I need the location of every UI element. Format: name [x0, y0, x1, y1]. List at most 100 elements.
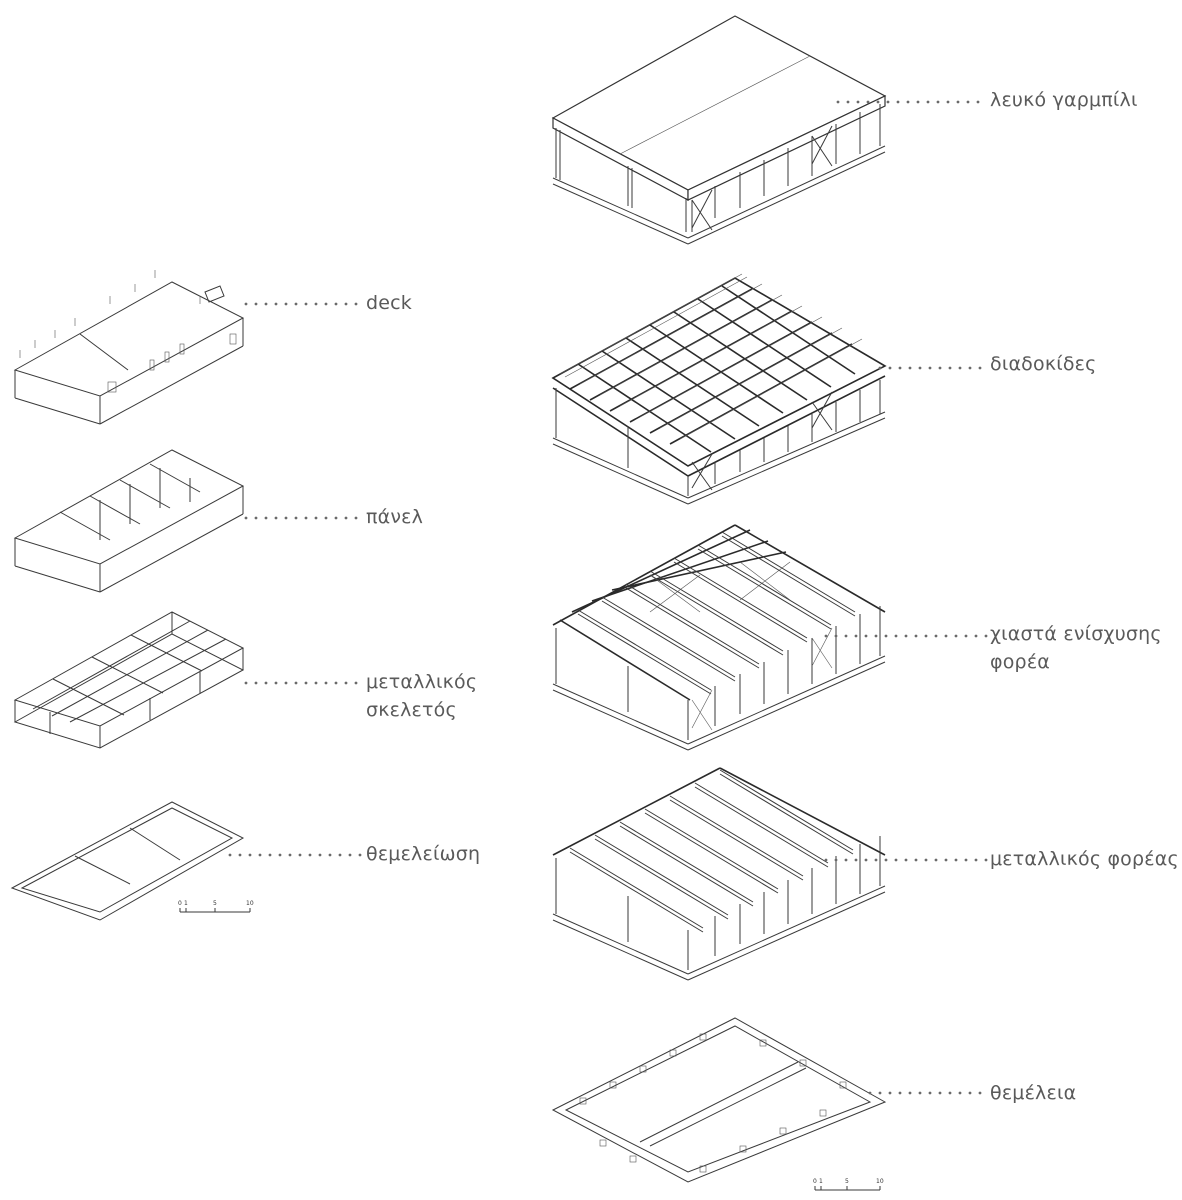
leader-dot — [228, 853, 232, 857]
leader-dot — [846, 100, 850, 104]
left-scale-tick-10: 10 — [246, 900, 254, 907]
right-layer-steel-frame — [552, 767, 886, 981]
leader-dot — [348, 853, 352, 857]
leader-dot — [874, 634, 878, 638]
leader-dot — [926, 100, 930, 104]
label-deck: deck — [366, 292, 412, 314]
right-layer-cross-bracing — [552, 524, 886, 751]
leader-dot — [238, 853, 242, 857]
leader-dot — [898, 1091, 902, 1095]
label-purlins: διαδοκίδες — [990, 353, 1097, 375]
leader-dot — [964, 858, 968, 862]
leader-dot — [856, 100, 860, 104]
leader-dot — [264, 302, 268, 306]
leader-dot — [274, 516, 278, 520]
right-layer-purlins — [551, 273, 887, 505]
leader-dot — [884, 858, 888, 862]
left-scale-tick-0: 0 — [178, 900, 182, 907]
leader-dot — [324, 516, 328, 520]
left-layer-deck — [13, 270, 245, 425]
leader-dot — [868, 1091, 872, 1095]
leader-dot — [936, 100, 940, 104]
leader-dot — [248, 853, 252, 857]
right-scale-tick-0: 0 — [813, 1178, 817, 1185]
leader-dot — [888, 366, 892, 370]
leader-dot — [976, 100, 980, 104]
leader-dot — [978, 1091, 982, 1095]
leader-dot — [888, 1091, 892, 1095]
leader-dot — [274, 302, 278, 306]
leader-dot — [304, 302, 308, 306]
leader-dot — [288, 853, 292, 857]
leader-dot — [314, 516, 318, 520]
right-scale-tick-5: 5 — [845, 1178, 849, 1185]
leader-dot — [824, 634, 828, 638]
leader-dot — [254, 516, 258, 520]
leader-dot — [884, 634, 888, 638]
leader-dot — [954, 858, 958, 862]
leader-dot — [284, 302, 288, 306]
leader-dot — [876, 100, 880, 104]
leader-dot — [244, 681, 248, 685]
leader-dot — [968, 366, 972, 370]
leader-dot — [978, 366, 982, 370]
left-layer-steel-skeleton — [13, 611, 245, 749]
leader-dot — [966, 100, 970, 104]
right-scale-tick-10: 10 — [876, 1178, 884, 1185]
leader-dot — [954, 634, 958, 638]
leader-dot — [854, 634, 858, 638]
leader-dot — [944, 858, 948, 862]
label-foundation-left: θεμελείωση — [366, 843, 481, 865]
leader-dot — [334, 516, 338, 520]
leader-dot — [928, 366, 932, 370]
leader-dot — [834, 858, 838, 862]
leader-dot — [354, 516, 358, 520]
label-steel-frame: μεταλλικός φορέας — [990, 848, 1179, 870]
leader-dot — [284, 681, 288, 685]
leader-dot — [354, 681, 358, 685]
leader-dot — [918, 1091, 922, 1095]
leader-dot — [264, 516, 268, 520]
leader-dot — [278, 853, 282, 857]
leader-dot — [294, 516, 298, 520]
leader-dot — [264, 681, 268, 685]
leader-dot — [944, 634, 948, 638]
left-scale-tick-5: 5 — [213, 900, 217, 907]
label-cross-bracing: χιαστά ενίσχυσης φορέα — [990, 623, 1162, 673]
leader-dot — [984, 634, 988, 638]
leader-dot — [934, 634, 938, 638]
leader-dot — [928, 1091, 932, 1095]
leader-dot — [894, 858, 898, 862]
leader-dot — [934, 858, 938, 862]
leader-dot — [924, 634, 928, 638]
leader-dot — [918, 366, 922, 370]
leader-dot — [854, 858, 858, 862]
leader-dot — [886, 100, 890, 104]
leader-dot — [274, 681, 278, 685]
leader-dot — [984, 858, 988, 862]
leader-dot — [254, 302, 258, 306]
leader-dot — [864, 634, 868, 638]
leader-dot — [344, 681, 348, 685]
leader-dot — [948, 1091, 952, 1095]
leader-dot — [968, 1091, 972, 1095]
leader-dot — [334, 681, 338, 685]
leader-dot — [946, 100, 950, 104]
leader-dot — [914, 858, 918, 862]
leader-dot — [344, 516, 348, 520]
leader-dot — [958, 1091, 962, 1095]
leader-dot — [896, 100, 900, 104]
leader-dot — [974, 634, 978, 638]
left-layer-foundation — [10, 801, 245, 921]
leader-dot — [268, 853, 272, 857]
leader-dot — [864, 858, 868, 862]
right-layer-gravel-roof — [551, 15, 887, 245]
leader-dot — [334, 302, 338, 306]
left-scale-tick-1: 1 — [184, 900, 188, 907]
leader-dot — [948, 366, 952, 370]
leader-dot — [294, 302, 298, 306]
leader-dot — [358, 853, 362, 857]
leader-dot — [324, 302, 328, 306]
left-layer-panels — [13, 449, 245, 593]
